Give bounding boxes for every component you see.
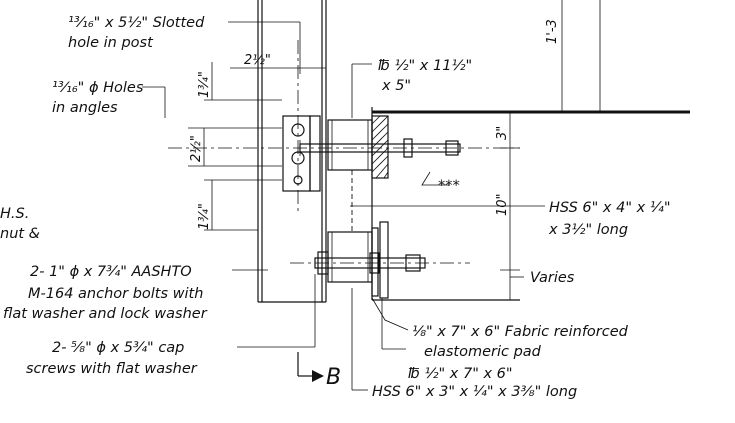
label-weld: *** [438, 178, 460, 194]
dim-three: 3" [495, 126, 510, 140]
annotation-labels: ¹³⁄₁₆" x 5½" Slotted hole in post ¹³⁄₁₆"… [0, 15, 671, 400]
label-anchor-bolts-line2: M-164 anchor bolts with [28, 286, 203, 302]
label-section-b: B [326, 365, 341, 390]
label-hss-6x3: HSS 6" x 3" x ¼" x 3⅜" long [372, 384, 577, 400]
centerlines [168, 40, 520, 264]
label-nut: nut & [0, 226, 40, 242]
dim-one-foot-three: 1'-3 [545, 19, 560, 44]
label-hss-6x4: HSS 6" x 4" x ¼" [549, 200, 671, 216]
label-holes-angles-line2: in angles [52, 100, 118, 116]
label-slotted-hole: ¹³⁄₁₆" x 5½" Slotted [68, 15, 205, 31]
dim-one-three-quarter-top: 1¾" [197, 71, 212, 98]
label-cap-screws: 2- ⁵⁄₈" ϕ x 5¾" cap [52, 340, 184, 356]
plate-top [371, 115, 389, 179]
dim-ten: 10" [495, 193, 510, 216]
label-holes-angles: ¹³⁄₁₆" ϕ Holes [52, 80, 144, 96]
label-cap-screws-line2: screws with flat washer [26, 361, 198, 377]
label-slotted-hole-line2: hole in post [68, 35, 154, 51]
label-hss-6x4-line2: x 3½" long [548, 222, 628, 238]
angle-bracket-top [282, 115, 321, 192]
dim-two-half-vertical: 2½" [189, 135, 204, 162]
dim-two-half: 2½" [244, 53, 271, 68]
label-plate-top: ℔ ½" x 11½" [378, 58, 472, 74]
label-anchor-bolts: 2- 1" ϕ x 7¾" AASHTO [30, 264, 192, 280]
dimension-labels: 2½" 1¾" 2½" 1¾" 3" 10" 1'-3 [189, 19, 560, 230]
label-pad: ⅛" x 7" x 6" Fabric reinforced [412, 324, 629, 340]
label-pad-line2: elastomeric pad [424, 344, 542, 360]
label-plate-top-line2: x 5" [381, 78, 411, 94]
post [257, 0, 327, 303]
label-hs: H.S. [0, 206, 29, 222]
leader-lines [142, 21, 545, 391]
section-marker [297, 352, 324, 382]
label-varies: Varies [530, 270, 575, 286]
dimension-lines [188, 0, 601, 300]
hidden-lines [325, 120, 353, 282]
label-anchor-bolts-line3: flat washer and lock washer [3, 306, 208, 322]
label-plate-bottom: ℔ ½" x 7" x 6" [408, 366, 513, 382]
hss-tube-top [327, 119, 373, 171]
dim-one-three-quarter-bottom: 1¾" [197, 203, 212, 230]
